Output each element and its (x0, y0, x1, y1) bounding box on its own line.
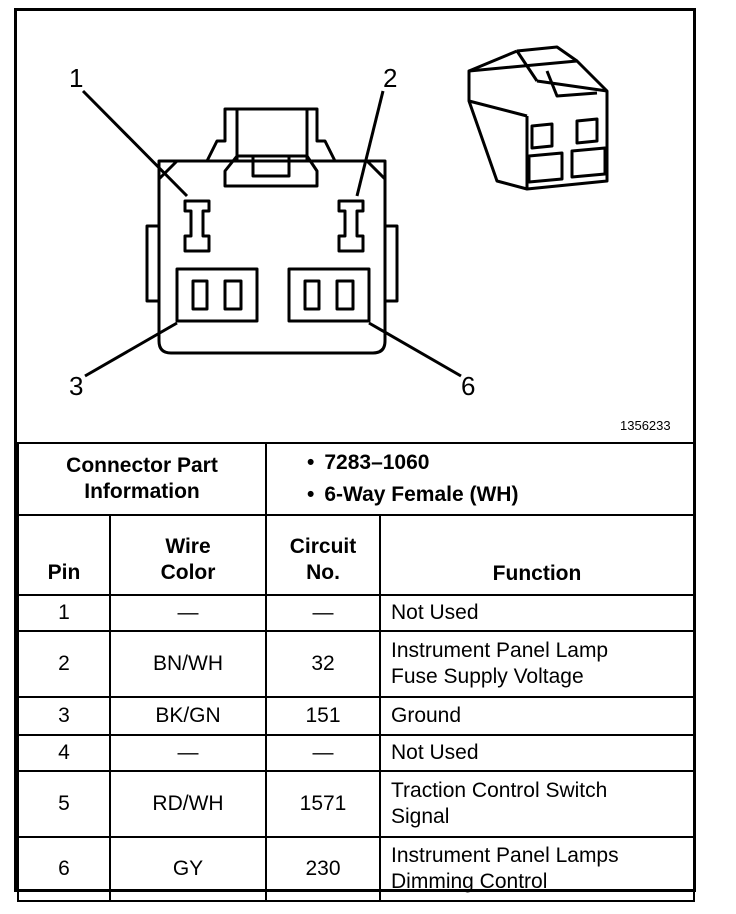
callout-1: 1 (69, 63, 84, 93)
connector-body (157, 159, 387, 355)
cavity-5-6 (287, 267, 371, 323)
wire-color-cell: GY (109, 836, 267, 902)
header-wire-color: Wire Color (109, 514, 267, 596)
circuit-cell: — (265, 734, 381, 772)
connector-info-label: Connector Part Information (17, 442, 267, 516)
wire-color-cell: — (109, 734, 267, 772)
table-header-row: Pin Wire Color Circuit No. Function (17, 514, 696, 596)
connector-perspective-view (467, 45, 609, 191)
circuit-cell: 230 (265, 836, 381, 902)
pin-cell: 3 (17, 696, 111, 736)
callout-2: 2 (383, 63, 398, 93)
header-function: Function (378, 514, 696, 596)
pin-cell: 4 (17, 734, 111, 772)
pinout-table: Connector Part Information 7283–1060 6-W… (17, 442, 696, 902)
function-cell: Not Used (378, 594, 696, 632)
wire-color-cell: BN/WH (109, 630, 267, 698)
pin-cell: 5 (17, 770, 111, 838)
pin-cell: 2 (17, 630, 111, 698)
connector-face-drawing (81, 45, 609, 378)
cavity-1 (183, 199, 211, 253)
header-pin: Pin (17, 514, 111, 596)
connector-info-values: 7283–1060 6-Way Female (WH) (264, 442, 696, 516)
wire-color-cell: BK/GN (109, 696, 267, 736)
cavity-2 (337, 199, 365, 253)
connector-diagram: 1 2 3 6 1356233 (17, 11, 693, 441)
figure-id: 1356233 (620, 418, 671, 433)
callout-6: 6 (461, 371, 476, 401)
connector-info-row: Connector Part Information 7283–1060 6-W… (17, 442, 696, 516)
latch (205, 107, 337, 162)
table-row: 4——Not Used (17, 734, 696, 772)
header-circuit: Circuit No. (265, 514, 381, 596)
wire-color-cell: — (109, 594, 267, 632)
callout-3: 3 (69, 371, 84, 401)
part-number: 7283–1060 (307, 447, 693, 479)
function-cell: Ground (378, 696, 696, 736)
table-row: 1——Not Used (17, 594, 696, 632)
cavity-3-4 (175, 267, 259, 323)
wire-color-cell: RD/WH (109, 770, 267, 838)
circuit-cell: — (265, 594, 381, 632)
pin-cell: 6 (17, 836, 111, 902)
circuit-cell: 32 (265, 630, 381, 698)
connector-type: 6-Way Female (WH) (307, 479, 693, 511)
function-cell: Not Used (378, 734, 696, 772)
pin-cell: 1 (17, 594, 111, 632)
circuit-cell: 1571 (265, 770, 381, 838)
connector-sheet: 1 2 3 6 1356233 Connector Part Informati… (14, 8, 696, 902)
circuit-cell: 151 (265, 696, 381, 736)
